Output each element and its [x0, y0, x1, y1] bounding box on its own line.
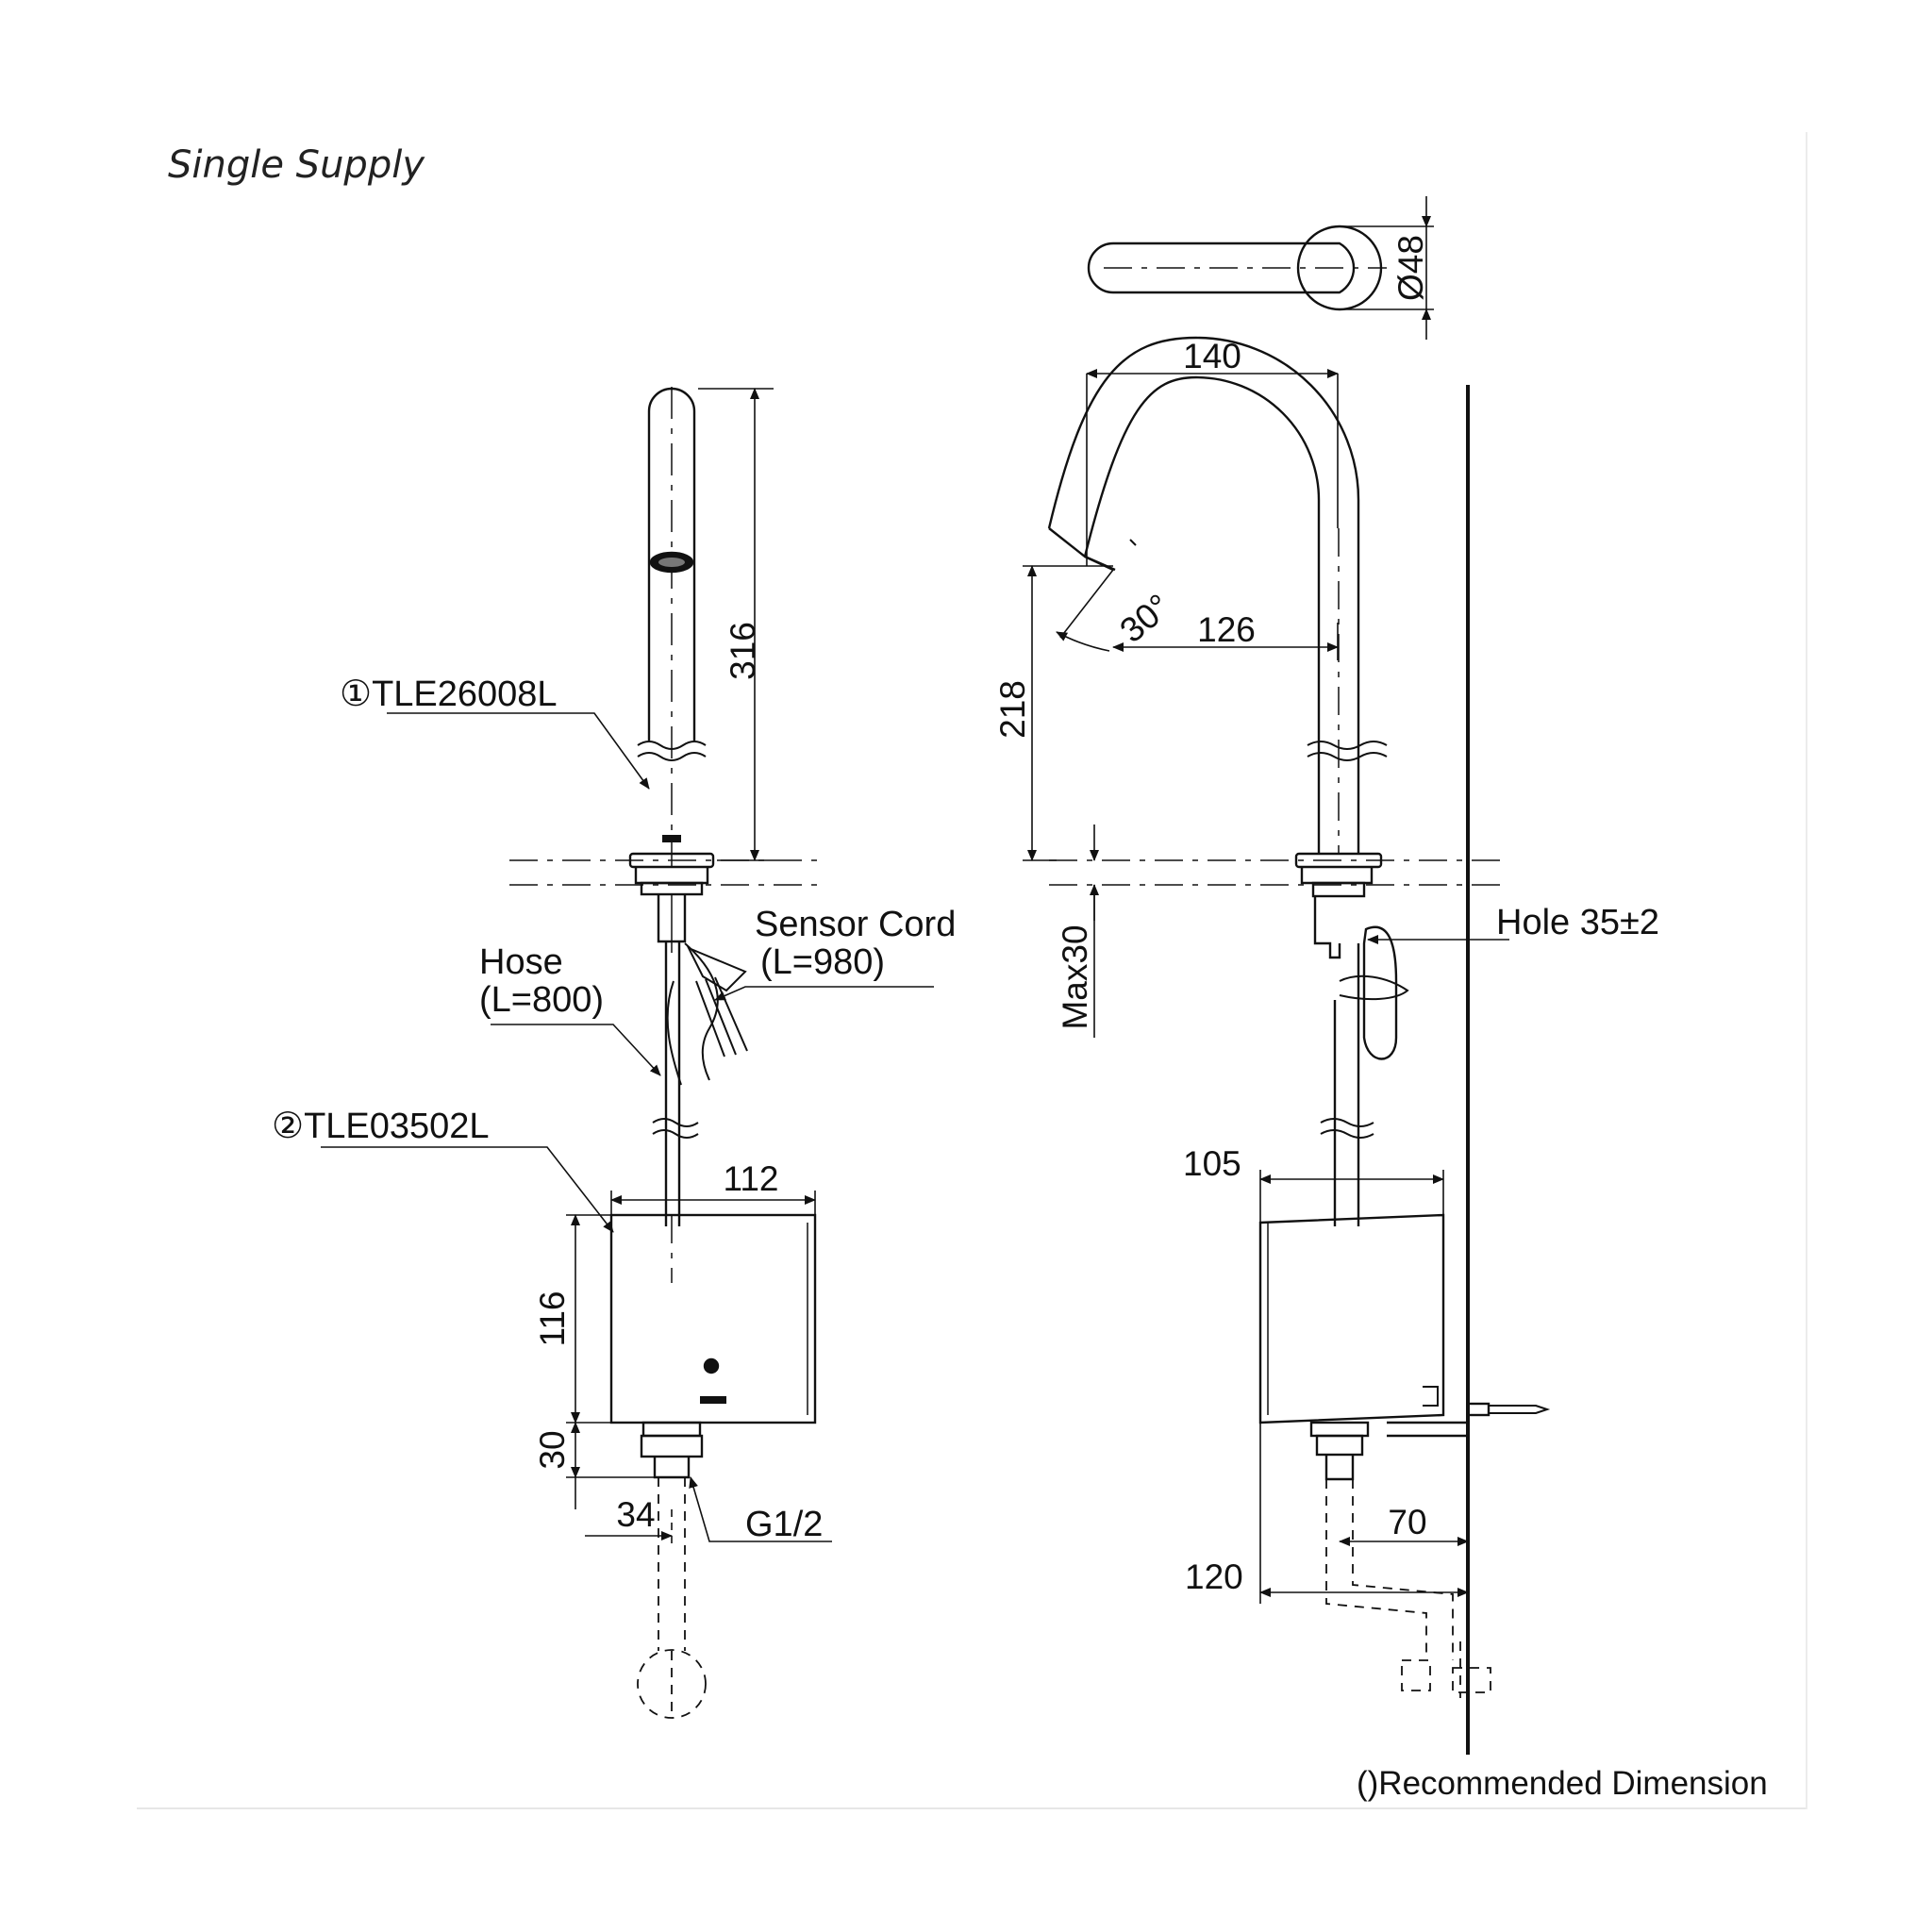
frame-border-bottom [137, 1807, 1807, 1809]
dim-angle: 30° [1112, 587, 1177, 650]
dim-outlet-height: 30 [533, 1430, 572, 1469]
label-sensor-cord-length: (L=980) [760, 942, 885, 982]
dim-box-height: 116 [533, 1291, 572, 1347]
front-leader-lines [321, 712, 934, 1542]
dim-base-diameter: Ø48 [1391, 235, 1430, 301]
side-base-flange [1294, 852, 1383, 959]
front-supply-pipe [637, 1477, 707, 1719]
side-dimension-lines [1023, 369, 1509, 1604]
control-box-side [1258, 1213, 1445, 1424]
label-hole: Hole 35±2 [1496, 903, 1659, 942]
dim-box-width-front: 112 [724, 1159, 779, 1198]
dim-outlet-offset: 34 [616, 1495, 655, 1534]
front-spout-tube [637, 387, 707, 868]
label-sensor-cord: Sensor Cord [755, 905, 956, 944]
front-outlet-fitting [640, 1421, 704, 1479]
side-view [1023, 336, 1551, 1755]
label-control-box-model: ②TLE03502L [272, 1107, 490, 1146]
top-dimension-lines [1340, 196, 1434, 340]
box-status-led [703, 1357, 720, 1374]
top-view [1087, 196, 1434, 340]
dim-outlet-clearance: 218 [993, 680, 1032, 739]
dim-spout-height: 316 [724, 622, 762, 680]
dim-spout-reach: 126 [1197, 610, 1256, 649]
dim-wall-to-box: 120 [1185, 1557, 1243, 1596]
sensor-cord [666, 942, 748, 1086]
dim-top-reach: 140 [1183, 337, 1241, 375]
wall-mount-screw [1387, 1402, 1551, 1438]
sensor-window [649, 551, 694, 842]
front-base-flange [628, 852, 715, 953]
side-gooseneck-spout [1047, 336, 1388, 854]
side-deck-lines [1049, 859, 1509, 886]
recommended-dimension-note: ()Recommended Dimension [1357, 1765, 1768, 1802]
label-hose-length: (L=800) [479, 980, 604, 1020]
front-hose [652, 941, 699, 1226]
dim-deck-thickness: Max30 [1056, 924, 1094, 1029]
label-hose: Hose [479, 942, 563, 982]
side-outlet-fitting [1309, 1421, 1370, 1481]
label-thread: G1/2 [745, 1505, 823, 1544]
front-deck-lines [509, 859, 821, 886]
dim-box-width-side: 105 [1183, 1144, 1241, 1183]
label-faucet-model: ①TLE26008L [340, 675, 558, 714]
dim-wall-to-outlet: 70 [1388, 1503, 1426, 1541]
drawing-title: Single Supply [168, 143, 425, 187]
frame-border-right [1806, 132, 1807, 1809]
front-dimension-lines [566, 388, 816, 1547]
front-view [321, 387, 934, 1719]
control-box-front [609, 1213, 817, 1424]
side-cord-loop [1320, 925, 1409, 1226]
top-spout-outline [1087, 242, 1356, 294]
